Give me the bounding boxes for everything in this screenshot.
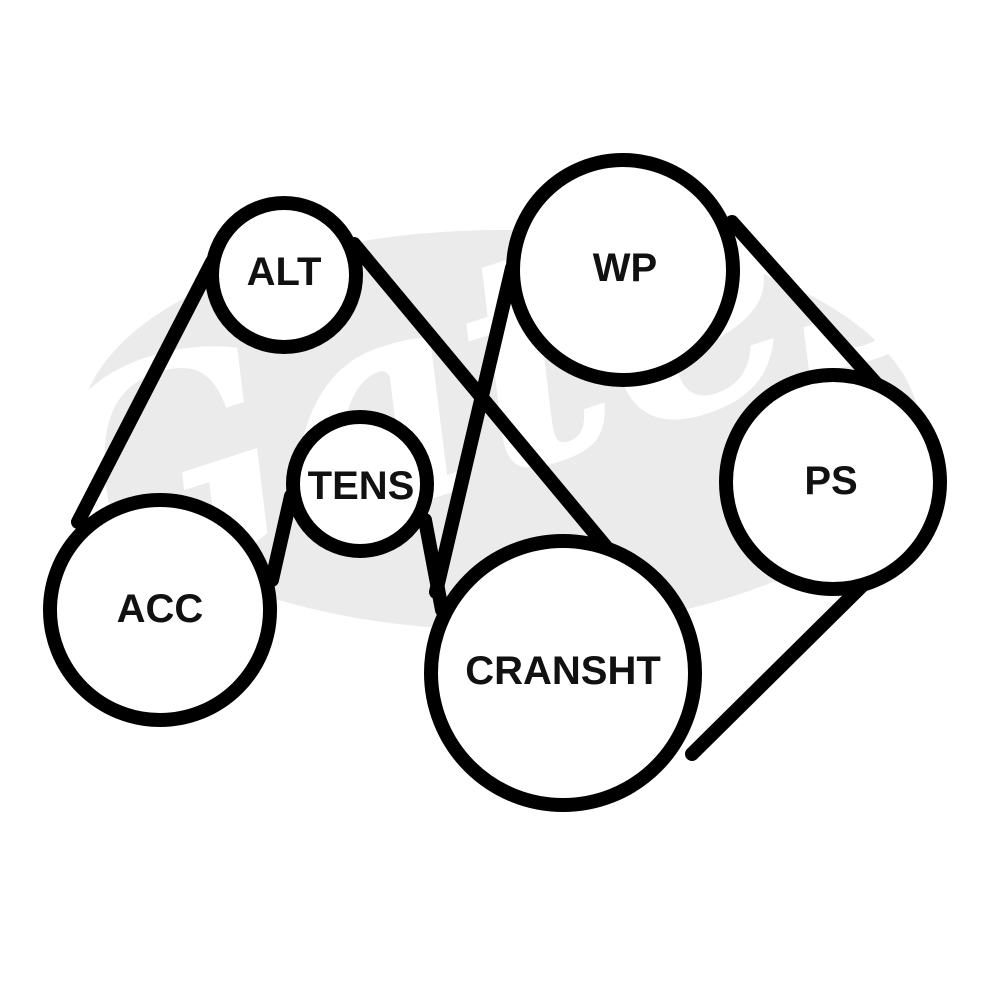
pulley-label-acc: ACC [117,587,204,631]
belt-segment-acc-tens [265,489,298,587]
pulley-label-ps: PS [804,459,857,503]
pulley-alt [205,196,363,354]
pulley-tens [286,410,434,558]
belt-segment-tens-crank [418,513,449,617]
pulley-acc [43,493,277,727]
pulley-crank [424,534,702,812]
belt-segment-ps-crank [685,561,887,761]
pulley-label-tens: TENS [308,464,415,508]
pulley-ps [719,368,947,596]
belt-segment-crank-wp [429,261,519,599]
belt-segment-acc-alt [71,255,219,529]
pulley-label-wp: WP [593,246,657,290]
belt-segment-alt-crank [347,237,639,585]
pulley-wp [506,153,740,387]
pulley-label-alt: ALT [247,250,322,294]
pulley-label-crank: CRANSHT [465,649,661,693]
